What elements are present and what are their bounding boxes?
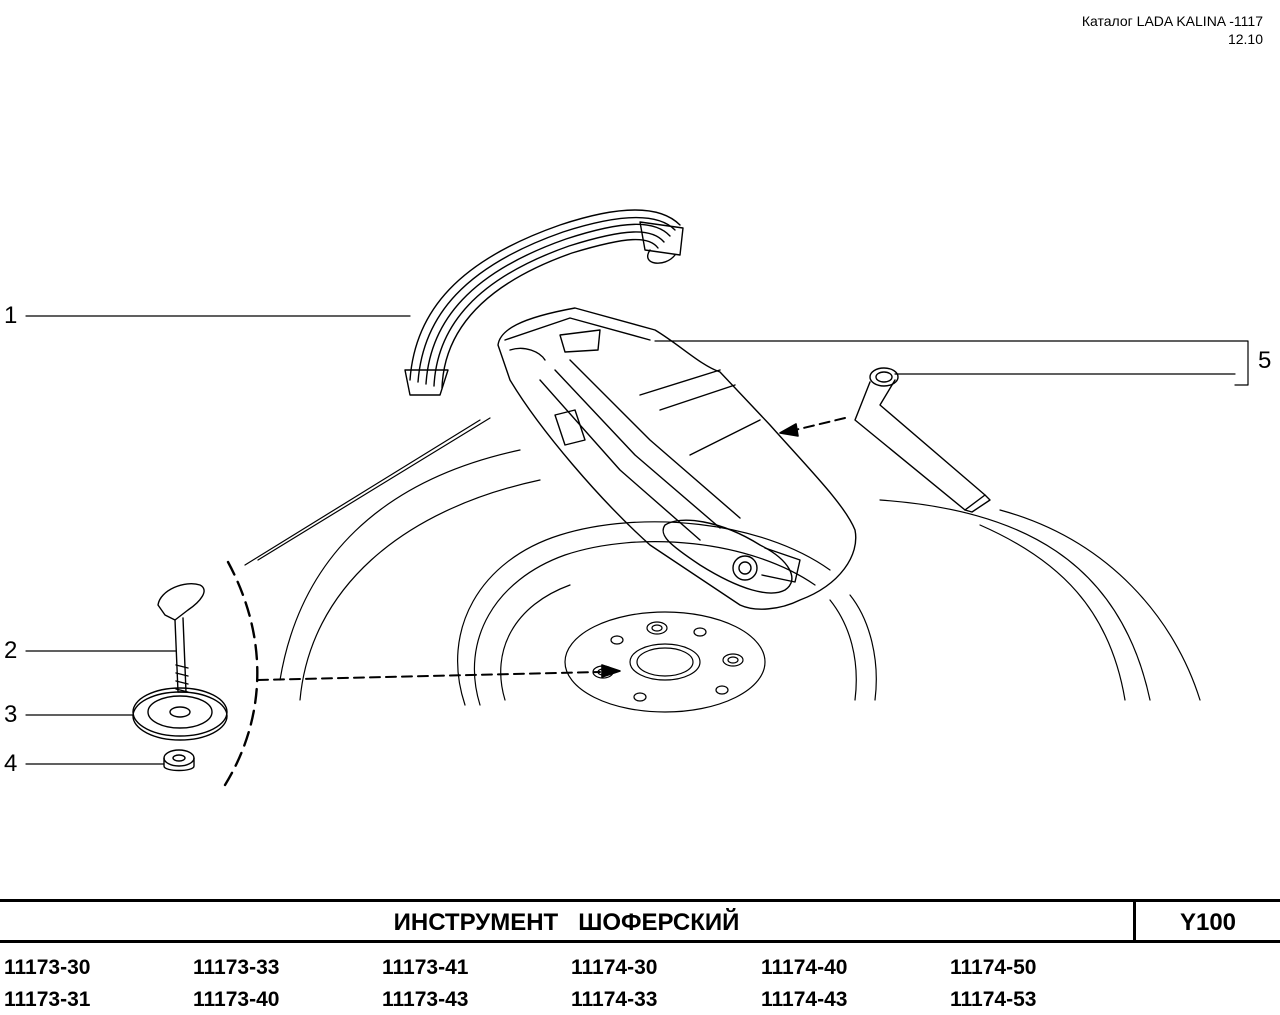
- strap-part-1: [404, 209, 684, 396]
- wheel-wrench: [854, 367, 991, 513]
- model-code: 11173-31: [4, 988, 91, 1011]
- section-code: Y100: [1133, 902, 1280, 940]
- model-code: 11174-40: [761, 956, 848, 979]
- washer-part-3: [132, 687, 228, 741]
- model-code: 11173-43: [382, 988, 469, 1011]
- spare-wheel: [457, 521, 877, 713]
- model-code: 11174-33: [571, 988, 658, 1011]
- bolt-part-2: [157, 583, 205, 693]
- callout-5: 5: [1258, 347, 1272, 374]
- section-title: ИНСТРУМЕНТ ШОФЕРСКИЙ: [393, 909, 740, 936]
- wrench-arrow: [794, 417, 846, 431]
- assembly-arrowhead: [601, 664, 621, 678]
- catalog-date: 12.10: [1227, 31, 1263, 47]
- model-code: 11174-50: [950, 956, 1037, 979]
- model-code: 11173-41: [382, 956, 469, 979]
- model-code: 11174-43: [761, 988, 848, 1011]
- nut-part-4: [163, 749, 195, 772]
- model-code: 11173-40: [193, 988, 280, 1011]
- assembly-arrow: [257, 671, 601, 681]
- callout-3: 3: [4, 701, 18, 728]
- callout-1: 1: [4, 302, 18, 329]
- model-code: 11174-53: [950, 988, 1037, 1011]
- jack-case-part-5: [497, 307, 857, 610]
- model-code: 11173-30: [4, 956, 91, 979]
- callout-4: 4: [4, 750, 18, 777]
- callout-2: 2: [4, 637, 18, 664]
- wrench-arrowhead: [779, 423, 799, 437]
- catalog-header: Каталог LADA KALINA -1117 12.10: [1082, 12, 1263, 48]
- parts-drawing: [25, 209, 1249, 787]
- model-code: 11173-33: [193, 956, 280, 979]
- catalog-title: Каталог LADA KALINA -1117: [1081, 13, 1263, 29]
- title-block: ИНСТРУМЕНТ ШОФЕРСКИЙ Y100: [0, 899, 1280, 943]
- boundary-arc: [223, 560, 259, 787]
- trunk-outline: [244, 417, 1201, 701]
- model-code: 11174-30: [571, 956, 658, 979]
- leader-5: [654, 340, 1249, 386]
